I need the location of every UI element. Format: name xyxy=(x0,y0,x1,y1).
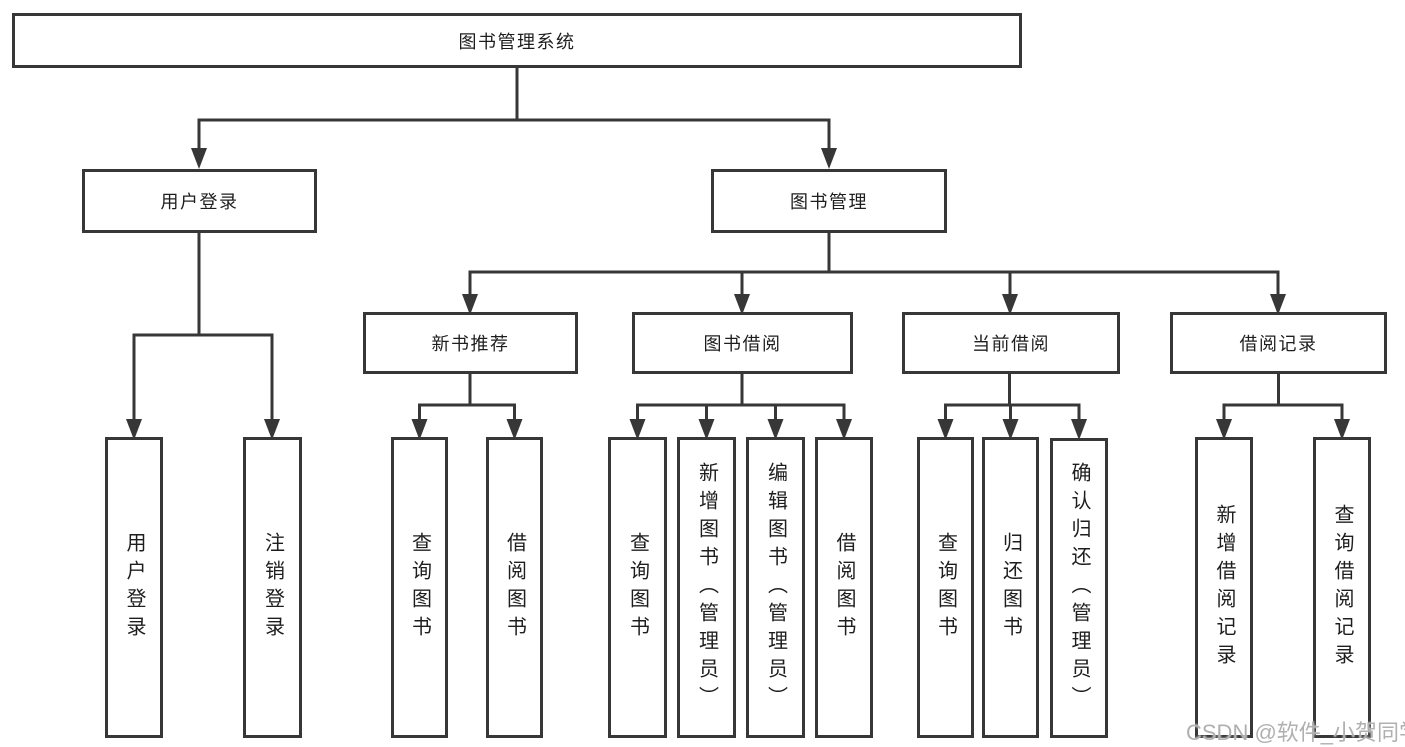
leaf-query-books-b-label: 查询图书 xyxy=(626,531,649,644)
leaf-return-books: 归还图书 xyxy=(982,437,1039,738)
leaf-logout-login: 注销登录 xyxy=(243,437,302,738)
node-user-login-label: 用户登录 xyxy=(160,192,239,212)
leaf-add-books-admin: 新增图书（管理员） xyxy=(677,437,736,738)
node-borrowing-records: 借阅记录 xyxy=(1170,312,1387,374)
leaf-confirm-return-admin: 确认归还（管理员） xyxy=(1050,438,1108,738)
node-book-management-label: 图书管理 xyxy=(790,192,868,212)
node-book-borrowing-label: 图书借阅 xyxy=(703,334,782,354)
node-book-borrowing: 图书借阅 xyxy=(632,312,853,374)
leaf-add-borrow-record: 新增借阅记录 xyxy=(1195,437,1253,738)
node-current-borrowing: 当前借阅 xyxy=(902,312,1120,374)
node-new-book-recommendation-label: 新书推荐 xyxy=(431,334,510,354)
csdn-watermark: CSDN @软件_小贺同学 xyxy=(1186,720,1405,745)
node-borrowing-records-label: 借阅记录 xyxy=(1239,334,1318,354)
node-current-borrowing-label: 当前借阅 xyxy=(972,334,1050,354)
leaf-confirm-return-admin-label: 确认归还（管理员） xyxy=(1068,462,1090,714)
leaf-user-login: 用户登录 xyxy=(105,437,163,738)
node-new-book-recommendation: 新书推荐 xyxy=(363,312,578,374)
leaf-borrow-books-a-label: 借阅图书 xyxy=(503,531,526,644)
node-book-management: 图书管理 xyxy=(711,169,947,233)
leaf-add-books-admin-label: 新增图书（管理员） xyxy=(695,461,718,714)
leaf-query-borrow-record: 查询借阅记录 xyxy=(1313,437,1371,738)
leaf-query-books-a-label: 查询图书 xyxy=(408,531,431,644)
node-user-login: 用户登录 xyxy=(82,169,317,233)
leaf-add-borrow-record-label: 新增借阅记录 xyxy=(1213,503,1235,672)
leaf-query-books-c: 查询图书 xyxy=(917,437,974,738)
leaf-borrow-books-b: 借阅图书 xyxy=(815,437,873,738)
leaf-edit-books-admin-label: 编辑图书（管理员） xyxy=(764,461,787,714)
leaf-borrow-books-b-label: 借阅图书 xyxy=(833,531,855,644)
leaf-borrow-books-a: 借阅图书 xyxy=(486,437,543,738)
leaf-query-books-a: 查询图书 xyxy=(391,437,448,738)
leaf-logout-login-label: 注销登录 xyxy=(261,531,284,644)
node-library-management-system: 图书管理系统 xyxy=(12,13,1022,68)
leaf-user-login-label: 用户登录 xyxy=(123,531,145,644)
node-library-management-system-label: 图书管理系统 xyxy=(458,31,576,52)
leaf-query-books-b: 查询图书 xyxy=(608,437,667,738)
leaf-query-borrow-record-label: 查询借阅记录 xyxy=(1331,503,1353,672)
leaf-query-books-c-label: 查询图书 xyxy=(934,531,957,644)
arrowheads xyxy=(126,148,1350,440)
leaf-edit-books-admin: 编辑图书（管理员） xyxy=(746,437,805,738)
leaf-return-books-label: 归还图书 xyxy=(999,531,1022,644)
